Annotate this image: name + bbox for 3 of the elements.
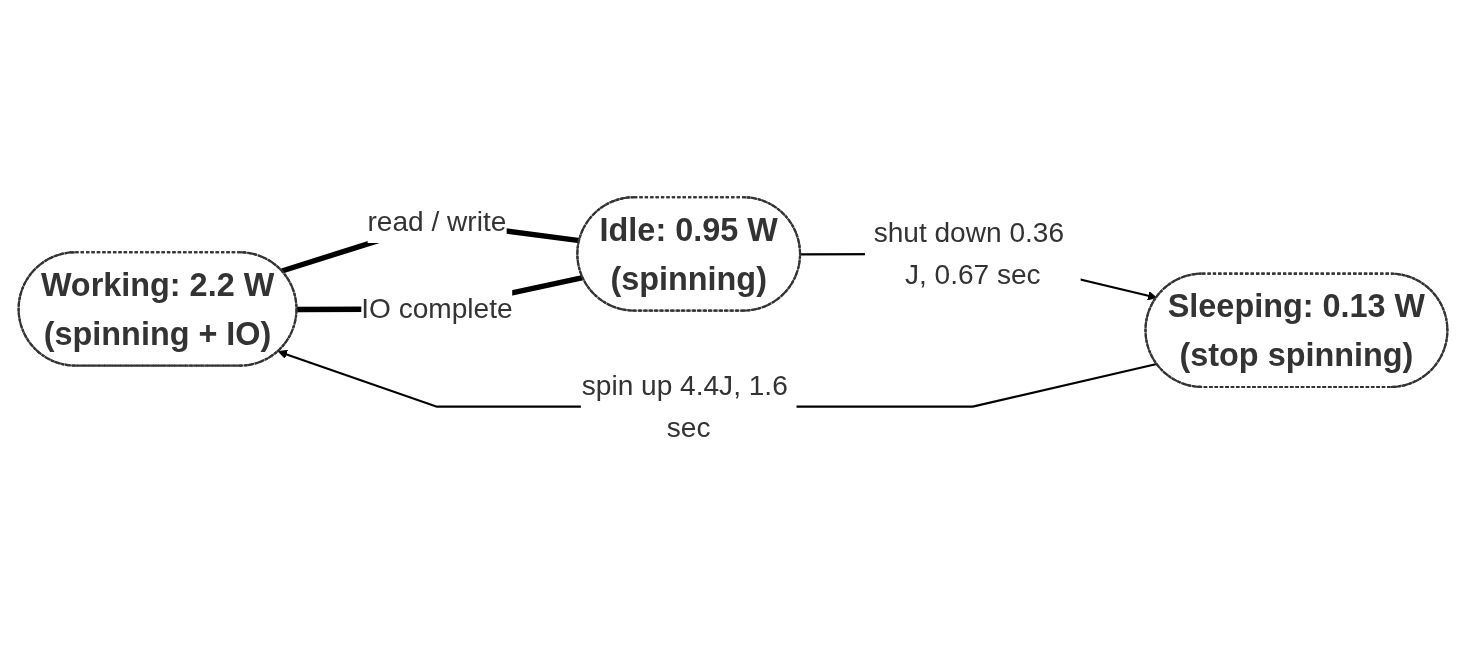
edge-label: spin up 4.4J, 1.6 sec	[581, 368, 788, 444]
edge-label: shut down 0.36 J, 0.67 sec	[873, 216, 1065, 291]
edge-label: read / write	[367, 205, 507, 238]
